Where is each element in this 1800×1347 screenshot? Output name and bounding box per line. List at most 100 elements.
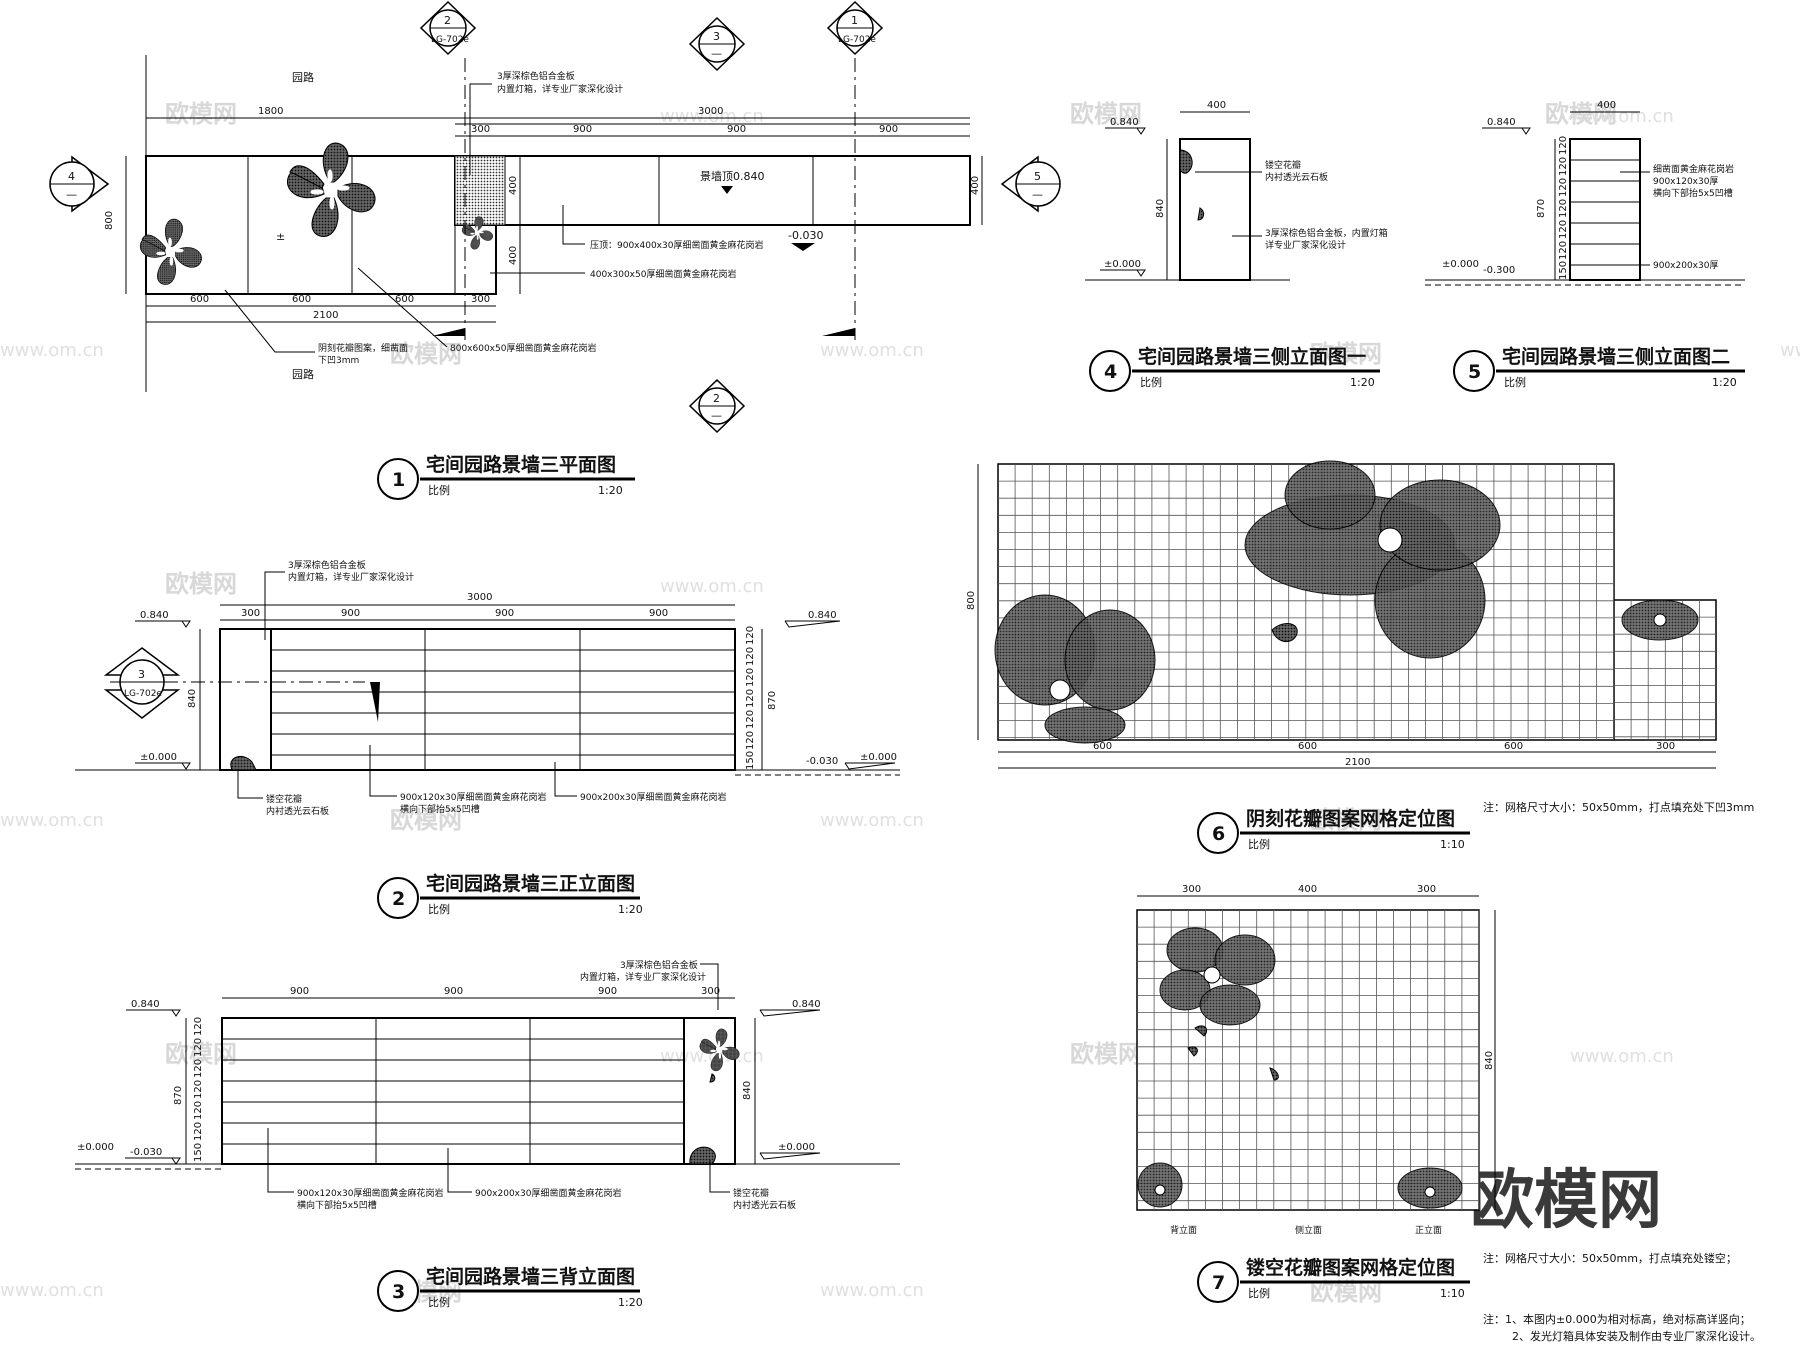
- back-elevation: 3厚深棕色铝合金板 内置灯箱，详专业厂家深化设计 900 900 900 300…: [75, 959, 900, 1211]
- svg-text:详专业厂家深化设计: 详专业厂家深化设计: [1265, 239, 1346, 251]
- watermark: 欧模网: [165, 1040, 237, 1068]
- svg-text:900: 900: [341, 608, 360, 619]
- svg-text:120: 120: [745, 731, 756, 750]
- drawing-title: 4 宅间园路景墙三侧立面图一 比例 1:20: [1089, 345, 1380, 392]
- svg-text:内衬透光云石板: 内衬透光云石板: [733, 1199, 796, 1211]
- svg-text:150: 150: [193, 1143, 204, 1162]
- svg-text:宅间园路景墙三侧立面图一: 宅间园路景墙三侧立面图一: [1138, 345, 1366, 368]
- dim-text: 300: [471, 124, 490, 135]
- svg-text:300: 300: [1182, 884, 1201, 895]
- svg-text:2: 2: [713, 392, 720, 405]
- watermark-url: www.om.cn: [1570, 1046, 1674, 1067]
- svg-text:6: 6: [1212, 823, 1225, 845]
- section-marker: 4 —: [49, 155, 110, 213]
- svg-text:4: 4: [1104, 361, 1117, 383]
- svg-text:—: —: [1032, 188, 1043, 201]
- svg-text:0.840: 0.840: [808, 610, 837, 621]
- svg-text:1:20: 1:20: [1712, 376, 1737, 389]
- watermark-url: www.om.cn: [1570, 106, 1674, 127]
- svg-text:300: 300: [1656, 741, 1675, 752]
- svg-text:1:20: 1:20: [618, 1296, 643, 1309]
- svg-text:5: 5: [1468, 361, 1481, 383]
- note-text: 400x300x50厚细凿面黄金麻花岗岩: [590, 268, 736, 280]
- drawing-title: 1 宅间园路景墙三平面图 比例 1:20: [377, 453, 635, 500]
- svg-text:1:10: 1:10: [1440, 838, 1465, 851]
- note-text: 下凹3mm: [318, 356, 359, 366]
- svg-text:阴刻花瓣图案网格定位图: 阴刻花瓣图案网格定位图: [1246, 807, 1455, 830]
- note-text: 压顶：900x400x30厚细凿面黄金麻花岗岩: [590, 239, 763, 251]
- svg-text:-0.300: -0.300: [1483, 265, 1515, 276]
- svg-text:内置灯箱，详专业厂家深化设计: 内置灯箱，详专业厂家深化设计: [288, 571, 414, 583]
- note-text: 内置灯箱，详专业厂家深化设计: [497, 83, 623, 95]
- svg-text:1:20: 1:20: [618, 903, 643, 916]
- svg-text:600: 600: [1093, 741, 1112, 752]
- watermark-url: www.om.cn: [0, 1280, 104, 1301]
- drawing-title: 3 宅间园路景墙三背立面图 比例 1:20: [377, 1265, 643, 1312]
- svg-text:LG-702e: LG-702e: [838, 35, 876, 45]
- svg-text:870: 870: [1536, 199, 1547, 218]
- svg-text:±0.000: ±0.000: [140, 752, 177, 763]
- svg-text:900x200x30厚细凿面黄金麻花岗岩: 900x200x30厚细凿面黄金麻花岗岩: [475, 1187, 621, 1199]
- svg-text:840: 840: [742, 1081, 753, 1100]
- svg-text:—: —: [66, 188, 77, 201]
- svg-text:120: 120: [745, 710, 756, 729]
- watermark: 欧模网: [165, 100, 237, 128]
- svg-text:120: 120: [745, 626, 756, 645]
- svg-text:内衬透光云石板: 内衬透光云石板: [266, 805, 329, 817]
- watermark: 欧模网: [1545, 100, 1617, 128]
- svg-text:120: 120: [745, 668, 756, 687]
- dim-text: 900: [573, 124, 592, 135]
- svg-text:比例: 比例: [1504, 375, 1526, 389]
- svg-text:LG-702e: LG-702e: [431, 35, 469, 45]
- svg-text:注：1、本图内±0.000为相对标高，绝对标高详竖向；: 注：1、本图内±0.000为相对标高，绝对标高详竖向；: [1483, 1312, 1751, 1326]
- watermark: 欧模网: [1310, 806, 1382, 834]
- svg-text:3厚深棕色铝合金板: 3厚深棕色铝合金板: [288, 559, 366, 571]
- dim-text: 1800: [258, 106, 283, 117]
- svg-text:2: 2: [444, 14, 451, 27]
- svg-text:120: 120: [1558, 178, 1569, 197]
- watermark-url: www.om.cn: [0, 810, 104, 831]
- svg-text:±0.000: ±0.000: [1104, 259, 1141, 270]
- svg-text:900: 900: [598, 986, 617, 997]
- svg-text:840: 840: [1155, 199, 1166, 218]
- svg-text:900x120x30厚细凿面黄金麻花岗岩: 900x120x30厚细凿面黄金麻花岗岩: [400, 791, 546, 803]
- watermark-url: www.om.cn: [1780, 340, 1800, 361]
- svg-text:镂空花瓣: 镂空花瓣: [733, 1187, 769, 1199]
- svg-text:-0.030: -0.030: [806, 756, 838, 767]
- svg-text:300: 300: [701, 986, 720, 997]
- svg-text:900: 900: [444, 986, 463, 997]
- svg-text:2: 2: [392, 888, 405, 910]
- svg-text:120: 120: [1558, 157, 1569, 176]
- svg-text:600: 600: [1504, 741, 1523, 752]
- svg-text:0.840: 0.840: [1487, 117, 1516, 128]
- svg-text:3厚深棕色铝合金板: 3厚深棕色铝合金板: [620, 959, 698, 971]
- watermark-url: www.om.cn: [820, 340, 924, 361]
- svg-text:LG-702e: LG-702e: [124, 689, 162, 699]
- general-notes: 注：1、本图内±0.000为相对标高，绝对标高详竖向； 2、发光灯箱具体安装及制…: [1483, 1312, 1761, 1343]
- note-text: 阴刻花瓣图案，细凿面: [318, 342, 408, 354]
- level-label: ±: [276, 230, 285, 243]
- dim-text: 900: [879, 124, 898, 135]
- svg-text:900x200x30厚细凿面黄金麻花岗岩: 900x200x30厚细凿面黄金麻花岗岩: [580, 791, 726, 803]
- side-elevation-1: 400 0.840 ±0.000 840 镂空花瓣 内衬透光云石板 3厚深棕色铝…: [1085, 100, 1388, 281]
- section-marker: 5 —: [1000, 155, 1061, 213]
- svg-text:细凿面黄金麻花岗岩: 细凿面黄金麻花岗岩: [1653, 163, 1734, 175]
- svg-text:0.840: 0.840: [140, 610, 169, 621]
- svg-text:宅间园路景墙三平面图: 宅间园路景墙三平面图: [426, 453, 616, 476]
- svg-text:3: 3: [392, 1281, 405, 1303]
- svg-text:120: 120: [193, 1017, 204, 1036]
- watermark: 欧模网: [1070, 100, 1142, 128]
- svg-text:-0.030: -0.030: [130, 1147, 162, 1158]
- svg-text:900x120x30厚: 900x120x30厚: [1653, 176, 1718, 187]
- side-elevation-2: 400 0.840 ±0.000 -0.300 870 120 120 120 …: [1425, 100, 1745, 286]
- svg-text:比例: 比例: [1248, 837, 1270, 851]
- svg-text:150: 150: [745, 751, 756, 770]
- watermark-url: www.om.cn: [820, 810, 924, 831]
- svg-text:400: 400: [1207, 100, 1226, 111]
- section-marker: 3 —: [688, 16, 746, 72]
- section-marker: 3 LG-702e: [103, 647, 181, 719]
- level-label: -0.030: [788, 229, 823, 242]
- drawing-title: 5 宅间园路景墙三侧立面图二 比例 1:20: [1453, 345, 1745, 392]
- watermark-url: www.om.cn: [660, 576, 764, 597]
